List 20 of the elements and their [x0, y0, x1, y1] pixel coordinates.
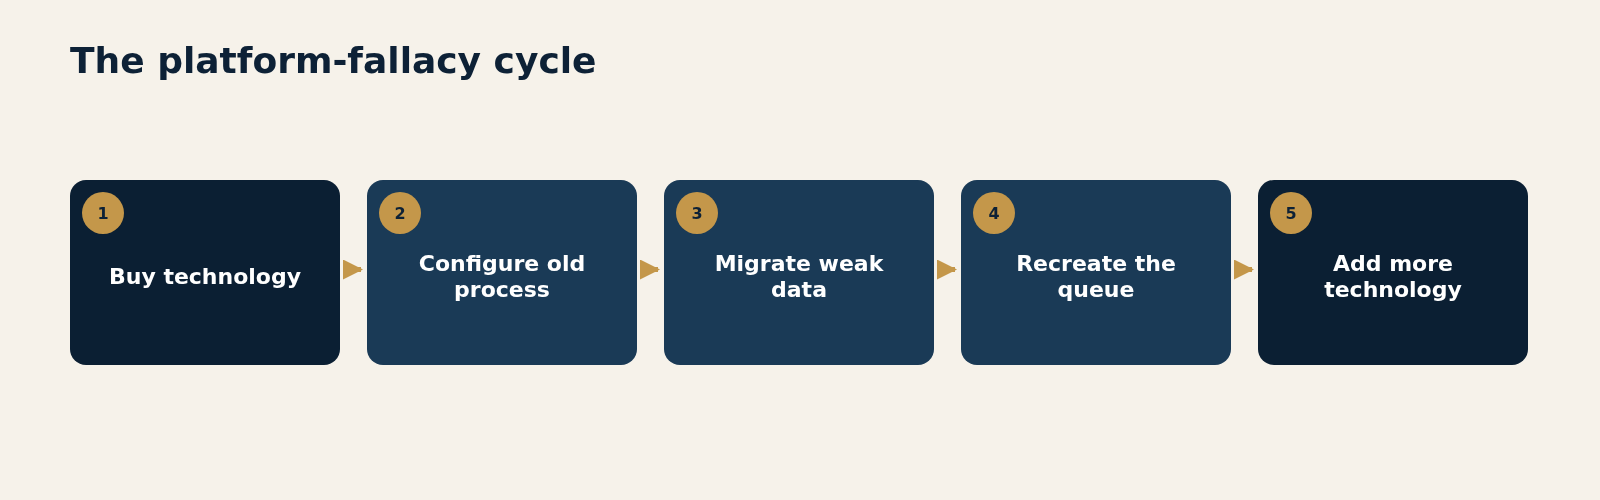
step-label: Configure old process — [417, 249, 587, 304]
step-label: Migrate weak data — [713, 249, 885, 304]
arrow — [343, 259, 363, 280]
step-number: 4 — [973, 192, 1015, 234]
step-label: Recreate the queue — [1015, 249, 1177, 304]
step-number: 5 — [1270, 192, 1312, 234]
step-label: Buy technology — [107, 262, 303, 291]
step-card — [367, 180, 637, 365]
arrow — [1234, 259, 1254, 280]
step-label: Add more technology — [1323, 249, 1463, 304]
step-number: 2 — [379, 192, 421, 234]
step-number: 1 — [82, 192, 124, 234]
step-card — [961, 180, 1231, 365]
arrow — [640, 259, 660, 280]
arrow — [937, 259, 957, 280]
step-card — [1258, 180, 1528, 365]
title: The platform-fallacy cycle — [70, 40, 597, 81]
step-number: 3 — [676, 192, 718, 234]
step-card — [664, 180, 934, 365]
step-card — [70, 180, 340, 365]
